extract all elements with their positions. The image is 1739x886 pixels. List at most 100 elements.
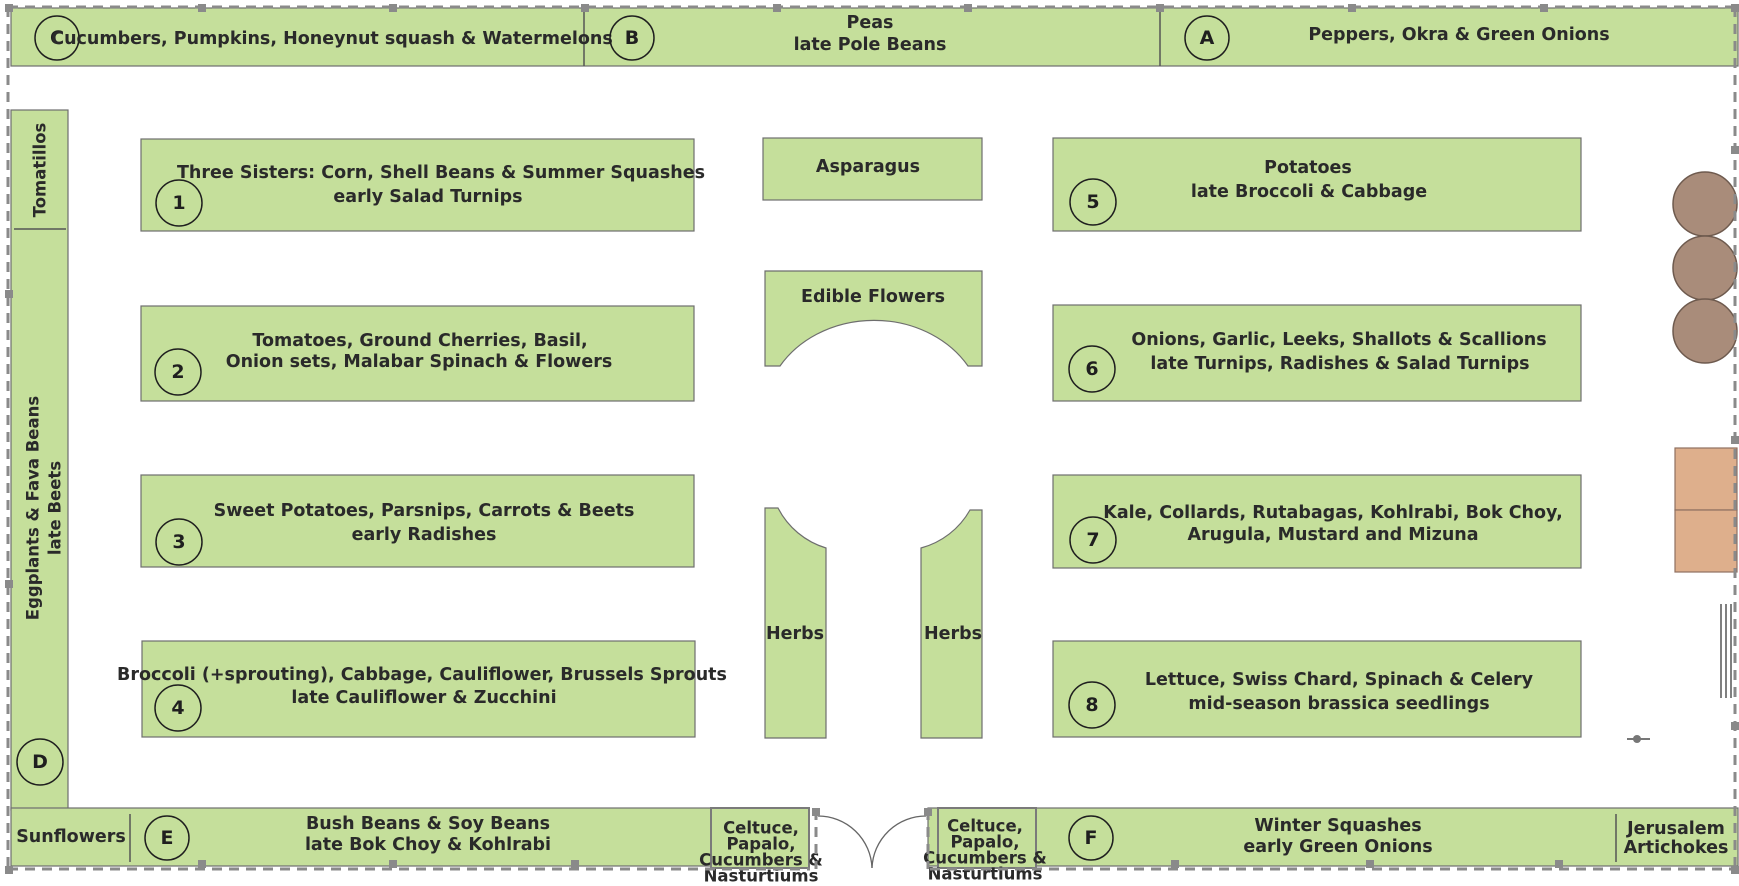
- herbs-right-label: Herbs: [924, 624, 982, 644]
- rain-barrel-1: [1672, 171, 1738, 237]
- celtuce-left-label-3: Cucumbers &: [699, 851, 823, 870]
- bed-5-label-2: late Broccoli & Cabbage: [1191, 182, 1427, 202]
- bed-A-label: Peppers, Okra & Green Onions: [1308, 25, 1609, 45]
- celtuce-right-label-3: Cucumbers &: [923, 849, 1047, 868]
- bed-C: C Cucumbers, Pumpkins, Honeynut squash &…: [34, 15, 613, 61]
- bed-E-label-2: late Bok Choy & Kohlrabi: [305, 835, 551, 855]
- bed-8-label-2: mid-season brassica seedlings: [1188, 694, 1489, 714]
- bed-D-marker: [16, 738, 64, 786]
- celtuce-left-bed: Celtuce, Papalo, Cucumbers & Nasturtiums: [699, 807, 823, 886]
- bed-4-box: [141, 640, 696, 738]
- bed-6-label-1: Onions, Garlic, Leeks, Shallots & Scalli…: [1131, 330, 1546, 350]
- bottom-left-perimeter-bed: [10, 807, 712, 867]
- fence-posts: [5, 4, 1739, 874]
- bed-8-box: [1052, 640, 1582, 738]
- jerusalem-label-1: Jerusalem: [1626, 819, 1725, 839]
- bed-4-label-2: late Cauliflower & Zucchini: [291, 688, 556, 708]
- bed-7-box: [1052, 474, 1582, 569]
- jerusalem-label-2: Artichokes: [1624, 838, 1729, 858]
- sunflowers-label: Sunflowers: [16, 827, 126, 847]
- bed-1-number: 1: [172, 192, 185, 214]
- bed-B-marker: [609, 15, 655, 61]
- herbs-right-bed: Herbs: [920, 509, 983, 739]
- bed-E: E Bush Beans & Soy Beans late Bok Choy &…: [144, 814, 551, 861]
- bed-1-label-2: early Salad Turnips: [333, 187, 522, 207]
- rain-barrel-3: [1672, 298, 1738, 364]
- celtuce-left-label-2: Papalo,: [727, 835, 796, 854]
- bed-3-box: [140, 474, 695, 568]
- bed-1-label-1: Three Sisters: Corn, Shell Beans & Summe…: [177, 163, 705, 183]
- tomatillos-label: Tomatillos: [31, 122, 50, 217]
- bed-2-number: 2: [171, 361, 184, 383]
- bed-B-label-2: late Pole Beans: [794, 35, 947, 55]
- bed-8-number: 8: [1085, 694, 1098, 716]
- bed-A-marker-label: A: [1200, 27, 1215, 49]
- asparagus-bed: Asparagus: [762, 137, 983, 201]
- bottom-right-perimeter-bed: [927, 807, 1739, 867]
- celtuce-right-label-2: Papalo,: [951, 833, 1020, 852]
- herbs-left-label: Herbs: [766, 624, 824, 644]
- bed-6-label-2: late Turnips, Radishes & Salad Turnips: [1150, 354, 1529, 374]
- edible-flowers-bed: Edible Flowers: [764, 270, 983, 367]
- bed-C-marker: [34, 15, 80, 61]
- bed-6-box: [1052, 304, 1582, 402]
- bed-D-marker-label: D: [32, 751, 48, 773]
- compost-bin-2: [1674, 509, 1738, 573]
- bed-E-marker-label: E: [161, 827, 174, 849]
- bed-C-label: Cucumbers, Pumpkins, Honeynut squash & W…: [51, 29, 613, 49]
- bed-7: 7 Kale, Collards, Rutabagas, Kohlrabi, B…: [1052, 474, 1582, 569]
- bed-F-label-2: early Green Onions: [1243, 837, 1432, 857]
- bed-E-marker: [144, 815, 190, 861]
- bed-2-marker: [154, 348, 202, 396]
- bed-7-number: 7: [1086, 529, 1099, 551]
- bed-E-label-1: Bush Beans & Soy Beans: [306, 814, 550, 834]
- trellis: [1720, 604, 1732, 698]
- asparagus-box: [762, 137, 983, 201]
- fence: [6, 5, 1737, 871]
- bed-6-marker: [1068, 345, 1116, 393]
- bed-1-marker: [155, 179, 203, 227]
- bed-A: A Peppers, Okra & Green Onions: [1184, 15, 1610, 61]
- bed-6-number: 6: [1085, 358, 1098, 380]
- bed-4-number: 4: [171, 697, 184, 719]
- edible-flowers-shape: [764, 270, 983, 367]
- bed-3-marker: [155, 518, 203, 566]
- celtuce-right-label-4: Nasturtiums: [928, 865, 1043, 884]
- bed-4: 4 Broccoli (+sprouting), Cabbage, Caulif…: [117, 640, 727, 738]
- bed-6: 6 Onions, Garlic, Leeks, Shallots & Scal…: [1052, 304, 1582, 402]
- bed-5: 5 Potatoes late Broccoli & Cabbage: [1052, 137, 1582, 232]
- bed-7-label-1: Kale, Collards, Rutabagas, Kohlrabi, Bok…: [1103, 503, 1562, 523]
- bed-3-label-2: early Radishes: [352, 525, 497, 545]
- gate-swing-right: [871, 815, 927, 869]
- herbs-left-shape: [764, 507, 827, 739]
- spigot-icon: [1627, 735, 1650, 743]
- asparagus-label: Asparagus: [816, 157, 920, 177]
- bed-2-label-1: Tomatoes, Ground Cherries, Basil,: [252, 331, 587, 351]
- bed-8-label-1: Lettuce, Swiss Chard, Spinach & Celery: [1145, 670, 1534, 690]
- bed-F: F Winter Squashes early Green Onions: [1068, 815, 1433, 861]
- celtuce-right-bed: Celtuce, Papalo, Cucumbers & Nasturtiums: [923, 807, 1047, 884]
- herbs-left-bed: Herbs: [764, 507, 827, 739]
- bed-8-marker: [1068, 681, 1116, 729]
- bed-4-label-1: Broccoli (+sprouting), Cabbage, Cauliflo…: [117, 665, 727, 685]
- bed-4-marker: [154, 684, 202, 732]
- bed-F-marker-label: F: [1085, 827, 1098, 849]
- bed-5-number: 5: [1086, 191, 1099, 213]
- bed-2: 2 Tomatoes, Ground Cherries, Basil, Onio…: [140, 305, 695, 402]
- celtuce-left-label-1: Celtuce,: [723, 819, 799, 838]
- celtuce-left-label-4: Nasturtiums: [704, 867, 819, 886]
- bed-5-box: [1052, 137, 1582, 232]
- bed-F-label-1: Winter Squashes: [1254, 816, 1421, 836]
- edible-flowers-label: Edible Flowers: [801, 287, 945, 307]
- bed-7-label-2: Arugula, Mustard and Mizuna: [1187, 525, 1478, 545]
- bed-A-marker: [1184, 15, 1230, 61]
- bed-8: 8 Lettuce, Swiss Chard, Spinach & Celery…: [1052, 640, 1582, 738]
- bed-B-marker-label: B: [625, 27, 639, 49]
- bed-1-box: [140, 138, 695, 232]
- bed-B: B Peas late Pole Beans: [609, 13, 947, 61]
- celtuce-right-box: [937, 807, 1037, 869]
- bed-1: 1 Three Sisters: Corn, Shell Beans & Sum…: [140, 138, 705, 232]
- left-bed-label-2: late Beets: [46, 461, 65, 555]
- bed-7-marker: [1069, 516, 1117, 564]
